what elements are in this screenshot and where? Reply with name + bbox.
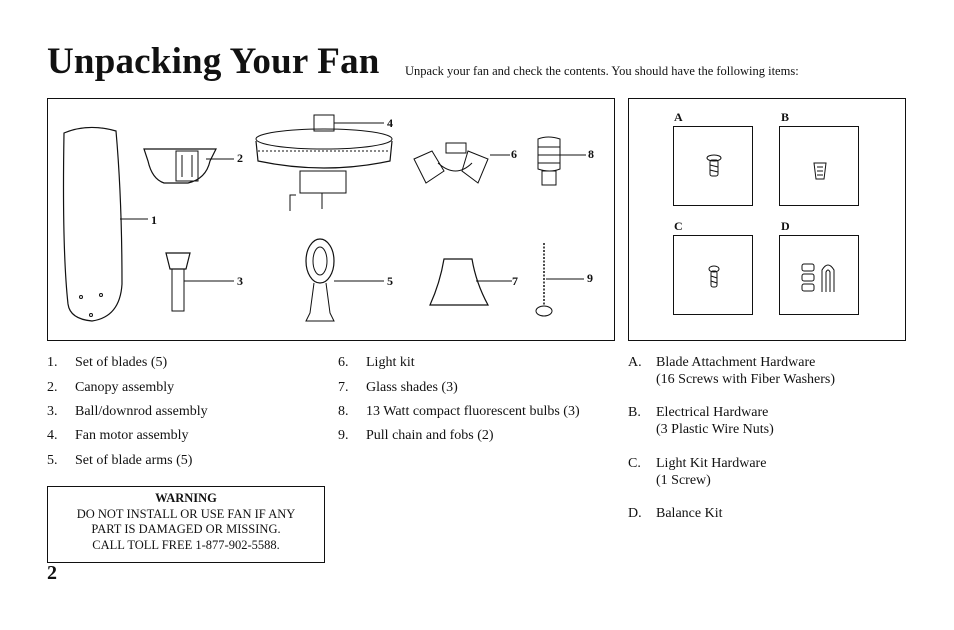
light-kit-illustration [413, 142, 510, 184]
diagram-label-3: 3 [237, 274, 243, 288]
screw-washer-icon [706, 154, 722, 177]
warning-box: WARNING DO NOT INSTALL OR USE FAN IF ANY… [47, 486, 325, 563]
hardware-list: A.Blade Attachment Hardware (16 Screws w… [628, 355, 836, 521]
bulb-illustration [537, 136, 586, 186]
diagram-label-8: 8 [588, 147, 594, 161]
warning-line: CALL TOLL FREE 1-877-902-5588. [92, 537, 280, 552]
hardware-tile-a [673, 126, 753, 206]
hardware-diagram: A B C D [628, 98, 906, 341]
page-number: 2 [47, 562, 57, 584]
page-title: Unpacking Your Fan [47, 41, 380, 82]
hardware-letter-c: C [674, 219, 683, 233]
motor-illustration [255, 114, 393, 211]
canopy-illustration [143, 148, 234, 184]
pull-chain-illustration [535, 243, 584, 317]
downrod-illustration [165, 252, 234, 312]
intro-text: Unpack your fan and check the contents. … [405, 64, 799, 78]
warning-line: PART IS DAMAGED OR MISSING. [91, 522, 281, 536]
hardware-letter-d: D [781, 219, 790, 233]
diagram-label-4: 4 [387, 116, 393, 130]
diagram-label-2: 2 [237, 151, 243, 165]
hardware-tile-d [779, 235, 859, 315]
diagram-label-5: 5 [387, 274, 393, 288]
screw-icon [708, 265, 720, 288]
hardware-tile-c [673, 235, 753, 315]
diagram-label-1: 1 [151, 213, 157, 227]
blade-arm-illustration [305, 238, 384, 322]
diagram-label-9: 9 [587, 271, 593, 285]
warning-title: WARNING [155, 491, 217, 505]
wire-nut-icon [813, 162, 827, 180]
blade-illustration [62, 126, 148, 322]
parts-diagram: 1 2 3 4 5 6 7 8 9 [47, 98, 615, 341]
hardware-tile-b [779, 126, 859, 206]
warning-line: DO NOT INSTALL OR USE FAN IF ANY [76, 506, 296, 521]
hardware-letter-a: A [674, 110, 683, 124]
diagram-label-7: 7 [512, 274, 518, 288]
parts-list-left: 1.Set of blades (5) 2.Canopy assembly 3.… [47, 355, 208, 468]
balance-kit-icon [801, 263, 835, 292]
parts-list-right: 6.Light kit 7.Glass shades (3) 8.13 Watt… [338, 355, 580, 443]
hardware-letter-b: B [781, 110, 790, 124]
glass-shade-illustration [429, 258, 512, 306]
parts-illustration [62, 114, 586, 322]
diagram-label-6: 6 [511, 147, 517, 161]
